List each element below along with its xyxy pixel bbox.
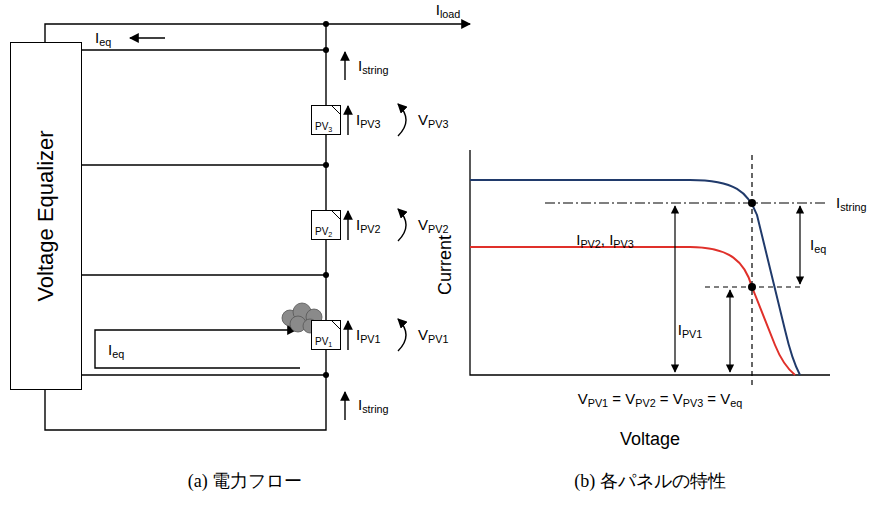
text-run: (a) 電力フロー <box>188 471 302 491</box>
text-subscript: string <box>840 201 866 213</box>
text-run: PV <box>315 121 328 132</box>
text-run: I <box>609 231 613 248</box>
text-run: I <box>356 111 360 128</box>
wires <box>45 24 470 430</box>
text-run: I <box>358 396 362 413</box>
text-subscript: PV2 <box>360 223 380 235</box>
text-subscript: string <box>362 64 388 76</box>
quantity-label: IPV1 <box>678 321 703 339</box>
quantity-label: VPV3 <box>418 111 448 129</box>
subfigure-caption: (a) 電力フロー <box>188 471 302 493</box>
quantity-label: Istring <box>358 396 389 414</box>
text-subscript: PV1 <box>360 333 380 345</box>
panel-corner-line <box>332 211 340 221</box>
text-subscript: PV3 <box>613 238 633 250</box>
text-run: I <box>436 1 440 18</box>
panel-label: PV2 <box>315 226 332 237</box>
box-title: Voltage Equalizer <box>33 130 59 301</box>
text-run: I <box>678 321 682 338</box>
text-run: I <box>95 29 99 46</box>
axis-title: Voltage <box>620 429 680 451</box>
text-subscript: PV2 <box>580 238 600 250</box>
text-subscript: load <box>440 8 460 20</box>
quantity-label: Istring <box>358 57 389 75</box>
text-run: I <box>356 216 360 233</box>
text-run: PV <box>315 336 328 347</box>
text-subscript: PV3 <box>360 118 380 130</box>
text-subscript: PV3 <box>428 118 448 130</box>
text-run: PV <box>315 226 328 237</box>
quantity-label: Ieq <box>95 29 111 47</box>
text-run: V <box>673 390 683 407</box>
text-run: I <box>356 326 360 343</box>
text-run: Voltage <box>620 429 680 449</box>
text-subscript: eq <box>730 397 742 409</box>
text-run: Voltage Equalizer <box>33 130 58 301</box>
equalizer-box: Voltage Equalizer <box>10 42 82 390</box>
quantity-label: IPV2 <box>356 216 381 234</box>
text-subscript: 2 <box>328 230 332 239</box>
text-run: (b) 各パネルの特性 <box>574 471 726 491</box>
quantity-label: VPV2 <box>418 216 448 234</box>
text-run: V <box>625 390 635 407</box>
text-run: = <box>703 390 720 407</box>
iv-curve-red <box>470 247 795 375</box>
text-run: V <box>418 216 428 233</box>
quantity-label: IPV2, IPV3 <box>576 231 634 249</box>
panel-corner-line <box>332 106 340 116</box>
series-wire <box>325 240 326 320</box>
text-subscript: eq <box>814 243 826 255</box>
text-run: I <box>576 231 580 248</box>
chart-axes <box>470 150 830 375</box>
text-subscript: PV2 <box>635 397 655 409</box>
text-subscript: PV3 <box>683 397 703 409</box>
text-run: = <box>656 390 673 407</box>
text-subscript: string <box>362 403 388 415</box>
operating-points <box>748 199 756 291</box>
text-run: V <box>418 326 428 343</box>
text-subscript: eq <box>99 36 111 48</box>
pv-panel: PV2 <box>311 210 341 240</box>
text-subscript: 1 <box>328 340 332 349</box>
quantity-label: VPV1 <box>418 326 448 344</box>
text-subscript: PV1 <box>428 333 448 345</box>
quantity-label: VPV1 = VPV2 = VPV3 = Veq <box>578 390 743 408</box>
text-run: = <box>608 390 625 407</box>
iv-curve-blue <box>470 180 800 375</box>
panel-label: PV1 <box>315 336 332 347</box>
text-run: , <box>601 231 609 248</box>
quantity-label: Ieq <box>810 236 826 254</box>
text-subscript: PV1 <box>588 397 608 409</box>
quantity-label: Istring <box>836 194 867 212</box>
text-subscript: PV2 <box>428 223 448 235</box>
axis-title: Current <box>435 235 457 295</box>
panel-corner-line <box>332 321 340 331</box>
text-run: V <box>578 390 588 407</box>
chart-guides <box>545 155 828 386</box>
quantity-label: IPV3 <box>356 111 381 129</box>
subfigure-caption: (b) 各パネルの特性 <box>574 471 726 493</box>
text-subscript: PV1 <box>682 328 702 340</box>
text-run: I <box>836 194 840 211</box>
quantity-label: Ieq <box>108 341 124 359</box>
text-subscript: 3 <box>328 125 332 134</box>
series-wire <box>325 135 326 210</box>
text-run: I <box>810 236 814 253</box>
text-run: I <box>358 57 362 74</box>
pv-panel: PV3 <box>311 105 341 135</box>
text-run: V <box>418 111 428 128</box>
pv-panel: PV1 <box>311 320 341 350</box>
panel-label: PV3 <box>315 121 332 132</box>
text-subscript: eq <box>112 348 124 360</box>
text-run: Current <box>435 235 455 295</box>
quantity-label: Iload <box>436 1 461 19</box>
quantity-label: IPV1 <box>356 326 381 344</box>
text-run: I <box>108 341 112 358</box>
text-run: V <box>720 390 730 407</box>
